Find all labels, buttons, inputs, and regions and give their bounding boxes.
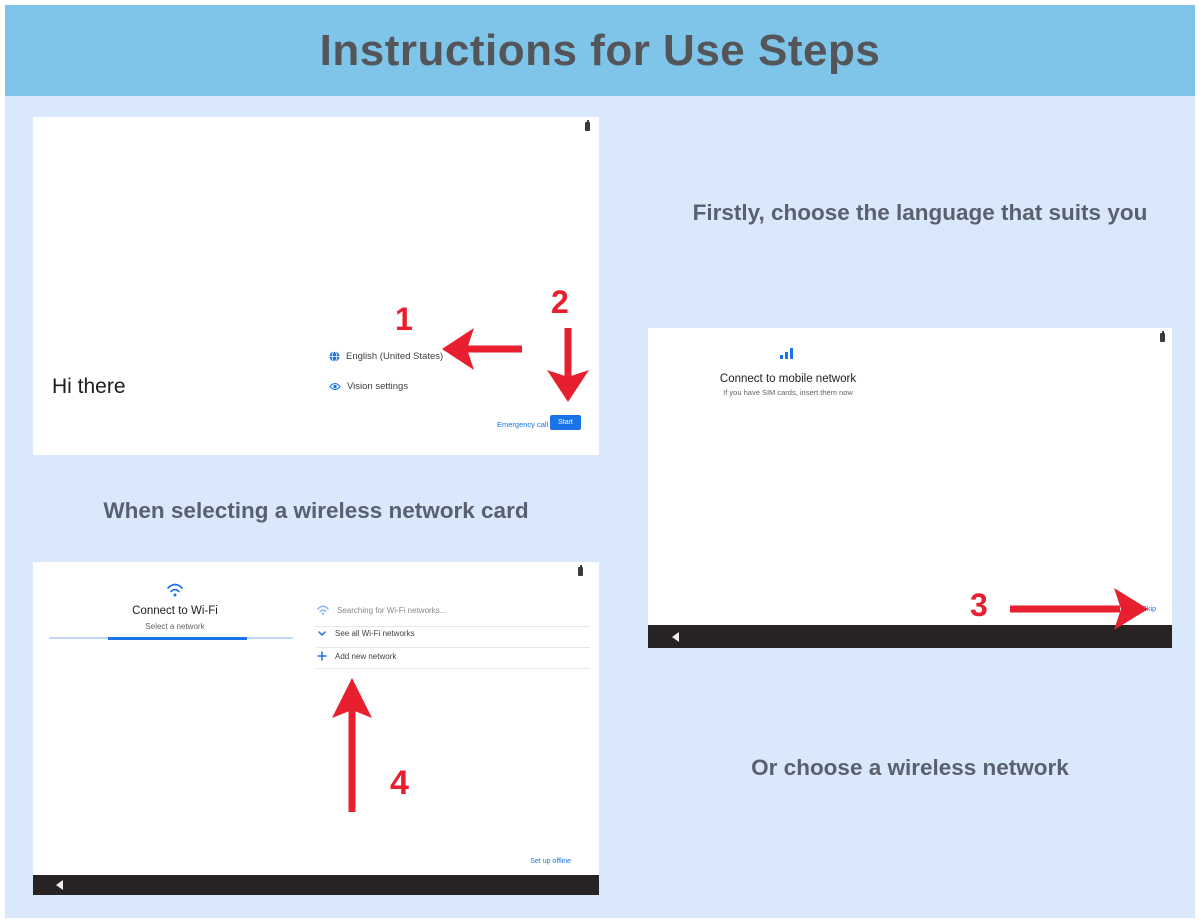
- screen-title: Connect to Wi-Fi: [132, 605, 218, 617]
- start-button[interactable]: Start: [550, 415, 581, 430]
- step-number-1: 1: [395, 301, 413, 337]
- plus-icon: [317, 651, 327, 661]
- divider: [315, 668, 590, 669]
- arrow-left-icon: [442, 328, 522, 370]
- wifi-icon: [167, 583, 183, 597]
- emergency-call-link[interactable]: Emergency call: [497, 420, 549, 429]
- screen-wifi: Connect to Wi-Fi Select a network Search…: [33, 562, 599, 895]
- back-icon[interactable]: [56, 880, 63, 890]
- divider: [315, 626, 590, 627]
- step-number-4: 4: [390, 764, 409, 802]
- list-item-label: Add new network: [335, 651, 397, 661]
- screen-mobile-network: Connect to mobile network If you have SI…: [648, 328, 1172, 648]
- eye-icon: [329, 383, 341, 390]
- start-button-label: Start: [558, 419, 573, 426]
- wifi-searching-icon: [317, 605, 329, 615]
- list-item-searching[interactable]: Searching for Wi-Fi networks...: [317, 605, 446, 615]
- caption-language: Firstly, choose the language that suits …: [692, 200, 1148, 225]
- battery-icon: [585, 120, 590, 131]
- arrow-down-icon: [547, 328, 589, 402]
- chevron-down-icon: [318, 631, 326, 636]
- screen-title: Hi there: [52, 375, 126, 398]
- list-item-label: See all Wi-Fi networks: [335, 629, 415, 638]
- battery-icon: [1160, 331, 1165, 342]
- list-item-see-all[interactable]: See all Wi-Fi networks: [317, 629, 415, 638]
- language-option-label: English (United States): [346, 351, 444, 362]
- screen-subtitle: Select a network: [145, 622, 205, 631]
- set-up-offline-link[interactable]: Set up offline: [530, 858, 571, 865]
- mobile-signal-icon: [780, 348, 793, 359]
- skip-link[interactable]: Skip: [1142, 606, 1156, 613]
- vision-settings-label: Vision settings: [347, 381, 409, 392]
- caption-wifi-card: When selecting a wireless network card: [103, 498, 529, 523]
- caption-wireless: Or choose a wireless network: [751, 755, 1069, 780]
- screen-subtitle: If you have SIM cards, insert them now: [723, 388, 853, 397]
- language-option[interactable]: English (United States): [329, 351, 443, 362]
- battery-icon: [578, 565, 583, 576]
- screen-title: Connect to mobile network: [719, 373, 857, 385]
- list-item-add-network[interactable]: Add new network: [317, 651, 396, 661]
- screen-hi-there: Hi there English (United States) Vision …: [33, 117, 599, 455]
- step-number-3: 3: [970, 587, 988, 623]
- vision-settings-option[interactable]: Vision settings: [329, 381, 408, 392]
- arrow-up-icon: [332, 678, 372, 812]
- step-number-2: 2: [551, 284, 569, 320]
- divider: [315, 647, 590, 648]
- page-title: Instructions for Use Steps: [319, 26, 881, 75]
- page-header: Instructions for Use Steps: [5, 5, 1195, 96]
- navigation-bar: [33, 875, 599, 895]
- list-item-label: Searching for Wi-Fi networks...: [337, 605, 447, 615]
- progress-bar-value: [108, 636, 247, 640]
- globe-icon: [329, 351, 340, 362]
- navigation-bar: [648, 625, 1172, 648]
- back-icon[interactable]: [672, 632, 679, 642]
- arrow-right-icon: [1010, 588, 1148, 630]
